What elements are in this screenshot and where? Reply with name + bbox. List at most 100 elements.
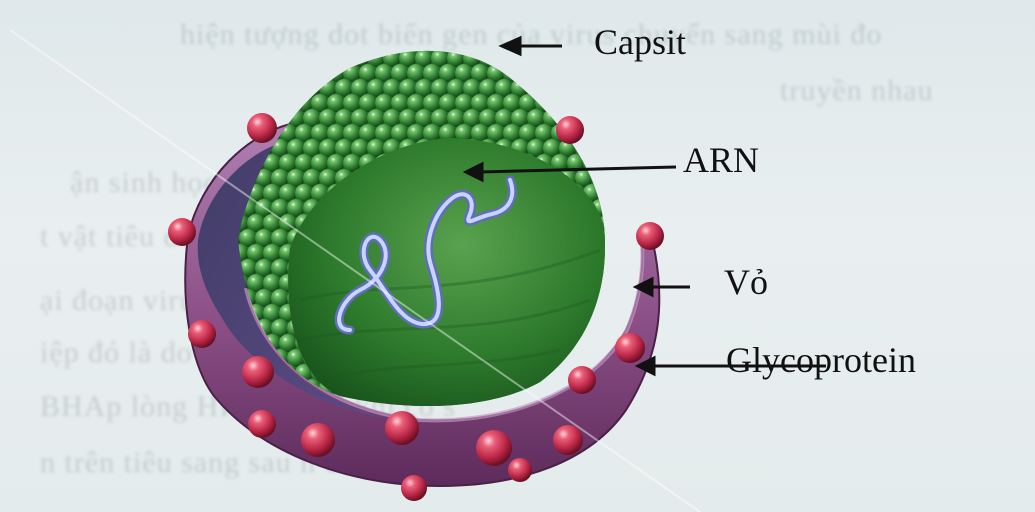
capsomere-sphere: [287, 79, 305, 97]
capsomere-sphere: [615, 274, 633, 292]
capsomere-sphere: [319, 49, 337, 67]
glycoprotein-knob: [636, 222, 664, 250]
capsomere-sphere: [607, 289, 625, 307]
capsomere-sphere: [239, 79, 257, 97]
capsomere-sphere: [279, 64, 297, 82]
capsomere-sphere: [623, 79, 641, 97]
capsomere-sphere: [607, 199, 625, 217]
capsomere-sphere: [615, 244, 633, 262]
glycoprotein-knob: [401, 475, 427, 501]
capsomere-sphere: [559, 49, 577, 67]
capsomere-sphere: [615, 214, 633, 232]
capsomere-sphere: [631, 124, 649, 142]
capsomere-sphere: [239, 49, 257, 67]
capsomere-sphere: [607, 79, 625, 97]
capsomere-sphere: [607, 169, 625, 187]
capsomere-sphere: [575, 79, 593, 97]
capsomere-sphere: [599, 184, 617, 202]
capsomere-sphere: [223, 109, 241, 127]
capsomere-sphere: [279, 94, 297, 112]
capsomere-sphere: [247, 94, 265, 112]
capsid-arrowhead: [502, 38, 520, 54]
capsomere-sphere: [223, 79, 241, 97]
capsomere-sphere: [615, 94, 633, 112]
label-envelope: Vỏ: [724, 264, 768, 300]
capsomere-sphere: [231, 124, 249, 142]
capsomere-sphere: [599, 304, 617, 322]
capsomere-sphere: [335, 49, 353, 67]
capsomere-sphere: [303, 49, 321, 67]
capsomere-sphere: [623, 109, 641, 127]
capsomere-sphere: [623, 139, 641, 157]
capsomere-sphere: [599, 124, 617, 142]
capsomere-sphere: [575, 49, 593, 67]
glycoprotein-knob: [385, 411, 419, 445]
glycoprotein-knob: [553, 425, 583, 455]
capsomere-sphere: [223, 49, 241, 67]
capsomere-sphere: [287, 49, 305, 67]
capsomere-sphere: [591, 319, 609, 337]
glycoprotein-knob: [615, 333, 645, 363]
capsomere-sphere: [247, 64, 265, 82]
glycoprotein-knob: [508, 458, 532, 482]
capsomere-sphere: [559, 79, 577, 97]
glycoprotein-knob: [568, 366, 596, 394]
capsomere-sphere: [567, 64, 585, 82]
glycoprotein-knob: [248, 410, 276, 438]
capsomere-sphere: [583, 334, 601, 352]
capsomere-sphere: [607, 259, 625, 277]
capsomere-sphere: [607, 139, 625, 157]
capsomere-sphere: [311, 64, 329, 82]
capsomere-sphere: [583, 124, 601, 142]
capsomere-sphere: [631, 184, 649, 202]
glycoprotein-knob: [188, 320, 216, 348]
glycoprotein-knob: [301, 423, 335, 457]
capsomere-sphere: [599, 94, 617, 112]
capsomere-sphere: [519, 64, 537, 82]
capsomere-sphere: [551, 94, 569, 112]
glycoprotein-knob: [242, 356, 274, 388]
capsomere-sphere: [535, 64, 553, 82]
capsomere-sphere: [591, 79, 609, 97]
capsomere-sphere: [575, 349, 593, 367]
capsomere-sphere: [231, 64, 249, 82]
glycoprotein-knob: [247, 113, 277, 143]
capsomere-sphere: [271, 49, 289, 67]
capsomere-sphere: [607, 109, 625, 127]
capsomere-sphere: [615, 124, 633, 142]
capsomere-sphere: [263, 94, 281, 112]
capsomere-sphere: [255, 49, 273, 67]
capsomere-sphere: [271, 79, 289, 97]
capsomere-sphere: [623, 169, 641, 187]
capsomere-sphere: [623, 259, 641, 277]
capsomere-sphere: [615, 64, 633, 82]
label-capsid: Capsit: [594, 24, 686, 60]
capsomere-sphere: [583, 94, 601, 112]
capsomere-sphere: [591, 139, 609, 157]
capsomere-sphere: [623, 199, 641, 217]
label-glycoprotein: Glycoprotein: [726, 342, 916, 378]
capsomere-sphere: [615, 184, 633, 202]
capsomere-sphere: [567, 94, 585, 112]
capsomere-sphere: [631, 94, 649, 112]
capsomere-sphere: [631, 64, 649, 82]
capsomere-sphere: [607, 229, 625, 247]
glycoprotein-knob: [168, 218, 196, 246]
glycoprotein-knob: [476, 430, 512, 466]
capsomere-sphere: [527, 49, 545, 67]
capsomere-sphere: [495, 49, 513, 67]
capsomere-sphere: [263, 64, 281, 82]
label-rna: ARN: [683, 142, 759, 178]
capsomere-sphere: [543, 79, 561, 97]
capsomere-sphere: [543, 49, 561, 67]
capsomere-sphere: [231, 94, 249, 112]
capsomere-sphere: [583, 64, 601, 82]
capsomere-sphere: [591, 109, 609, 127]
capsomere-sphere: [527, 79, 545, 97]
capsomere-sphere: [591, 169, 609, 187]
capsid: [223, 49, 649, 412]
glycoprotein-knob: [556, 116, 584, 144]
capsomere-sphere: [255, 79, 273, 97]
